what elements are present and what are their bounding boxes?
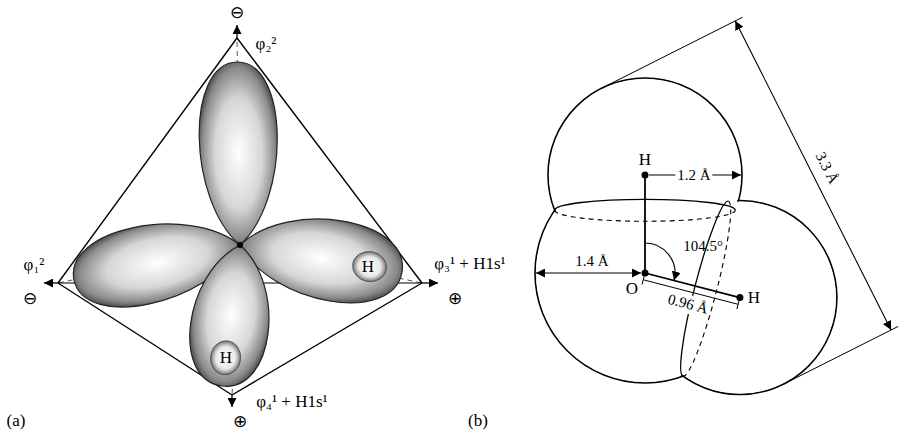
- panel-label: (a): [5, 411, 28, 432]
- charge-sign: ⊖: [21, 288, 39, 309]
- nucleus-dot: [642, 270, 649, 277]
- nucleus-dot: [642, 172, 649, 179]
- axis-arrow: [44, 282, 58, 283]
- hydrogen-overlap: [209, 339, 243, 377]
- extension-line: [784, 326, 899, 384]
- dimension-label: 3.3 Å: [811, 147, 844, 189]
- angle-label: 104.5°: [681, 237, 725, 256]
- dimension-line: [536, 272, 641, 273]
- bond-line: [644, 175, 646, 273]
- orbital-panel: [44, 25, 438, 407]
- extension-line: [601, 17, 742, 88]
- orbital-lobe: [183, 240, 278, 391]
- dimension-tick: [642, 275, 645, 285]
- hydrogen-overlap: [350, 249, 388, 284]
- atom-label: H: [360, 257, 376, 278]
- lobe-shape: [183, 240, 278, 391]
- charge-sign: ⊖: [228, 2, 246, 23]
- dimension-label: 1.4 Å: [573, 252, 610, 271]
- axis-arrow: [236, 25, 237, 38]
- lobe-shape: [198, 61, 279, 245]
- nucleus-dot: [237, 242, 243, 248]
- orbital-label: φ₄¹ + H1s¹: [254, 392, 329, 413]
- atom-label: H: [637, 150, 653, 171]
- charge-sign: ⊕: [446, 288, 464, 309]
- panel-label: (b): [466, 411, 490, 432]
- dimension-label: 0.96 Å: [664, 289, 712, 318]
- atom-label: H: [746, 287, 762, 308]
- atom-label: H: [218, 348, 234, 369]
- orbital-lobe: [198, 61, 279, 245]
- orbital-label: φ₃¹ + H1s¹: [432, 254, 507, 275]
- angle-arc: [645, 243, 675, 281]
- atom-label: O: [624, 279, 640, 300]
- axis-arrow: [231, 395, 232, 407]
- dimension-label: 1.2 Å: [675, 166, 712, 185]
- nucleus-dot: [736, 294, 743, 301]
- dimension-line: [735, 21, 891, 330]
- dimension-tick: [737, 299, 740, 309]
- molecule-panel: [535, 17, 898, 394]
- orbital-label: φ₂²: [254, 34, 279, 55]
- atom-sphere-fill: [644, 202, 836, 394]
- charge-sign: ⊕: [231, 411, 249, 432]
- axis-arrow: [422, 282, 438, 283]
- bond-line: [645, 273, 740, 298]
- orbital-label: φ₁²: [22, 255, 47, 276]
